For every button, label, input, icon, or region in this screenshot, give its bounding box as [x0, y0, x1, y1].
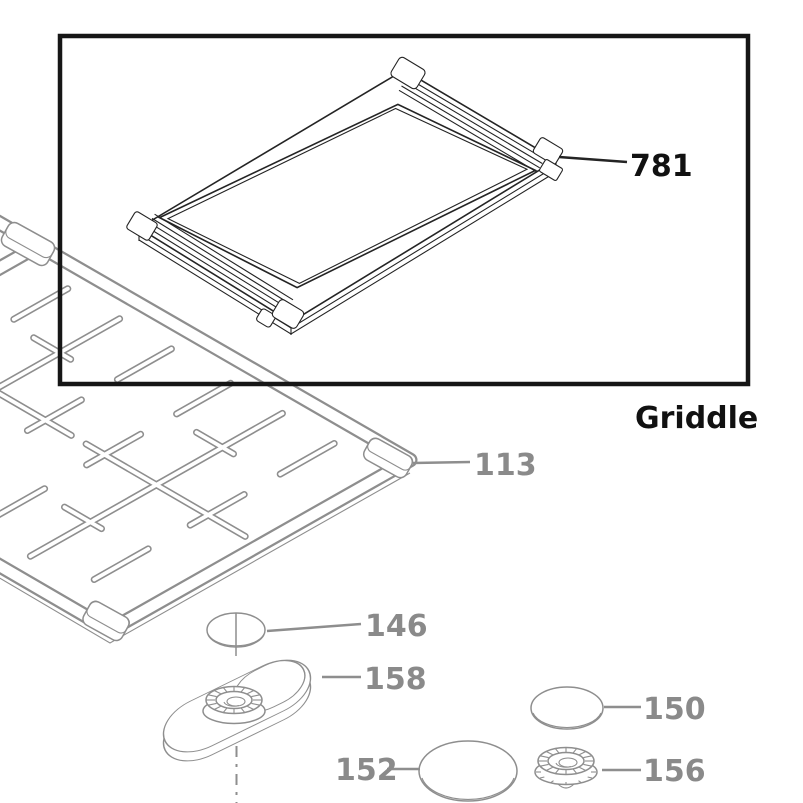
- griddle-rail-ne: [398, 76, 546, 173]
- inset-caption: Griddle: [635, 401, 758, 436]
- grate-wall-line: [0, 472, 411, 644]
- griddle-west-tab: [126, 211, 158, 241]
- leader-781: [558, 155, 628, 164]
- burner-base-crown: [202, 685, 266, 725]
- griddle-drawing: [126, 56, 564, 335]
- callout-label-146: 146: [365, 609, 428, 644]
- griddle-south-foot: [256, 308, 276, 328]
- griddle-outer-rim: [137, 69, 558, 323]
- grate-east-cap: [362, 437, 414, 479]
- inset-box-border: [57, 33, 751, 387]
- leader-113: [412, 460, 471, 465]
- burner-head-drawing: [534, 746, 598, 789]
- griddle-surface-inner: [166, 107, 529, 285]
- leader-146: [266, 622, 362, 633]
- griddle-wall-bottom: [138, 171, 557, 335]
- cap-152-drawing: [418, 740, 518, 802]
- griddle-east-bracket-lower: [539, 159, 563, 181]
- callout-label-150: 150: [643, 692, 706, 727]
- callout-label-113: 113: [474, 448, 537, 483]
- grate-drawing: [0, 214, 418, 644]
- griddle-south-tab: [271, 299, 305, 329]
- cap-146-drawing: [206, 612, 266, 656]
- cap-150-drawing: [530, 686, 604, 730]
- grate-north-cap: [0, 221, 56, 267]
- grate-south-foot: [82, 600, 130, 642]
- callout-label-152: 152: [335, 753, 398, 788]
- griddle-north-tab: [390, 56, 426, 90]
- burner-base-drawing: [162, 659, 312, 803]
- griddle-rail-sw: [146, 213, 294, 314]
- callout-label-158: 158: [364, 662, 427, 697]
- grate-bars-fill: [0, 286, 337, 582]
- griddle-surface: [157, 103, 538, 289]
- callout-label-156: 156: [643, 754, 706, 789]
- callout-label-781: 781: [630, 149, 693, 184]
